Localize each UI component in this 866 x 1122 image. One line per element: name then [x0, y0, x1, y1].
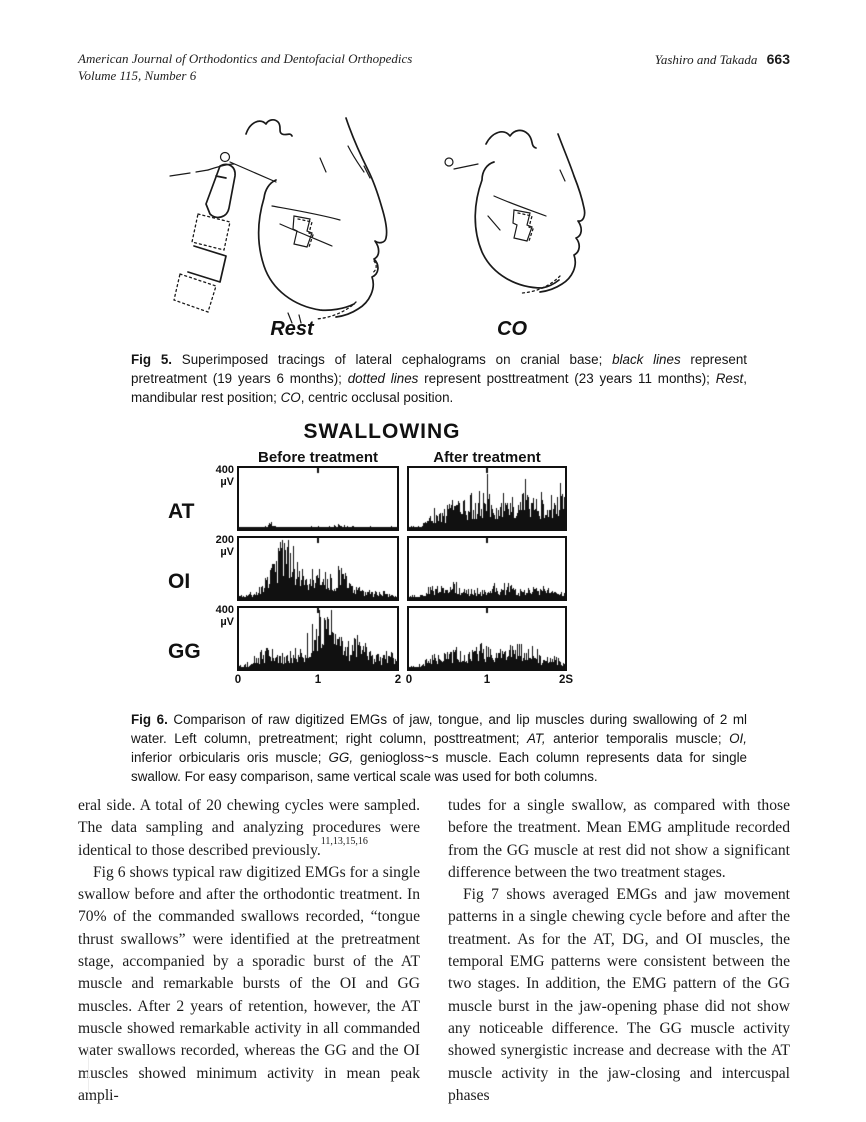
cephalogram-tracing-co	[444, 129, 586, 294]
running-head-right: Yashiro and Takada 663	[655, 51, 790, 68]
emg-scale-gg: 400 µV	[215, 604, 234, 628]
body-left-column: eral side. A total of 20 chewing cycles …	[78, 795, 420, 1107]
emg-scale-oi: 200 µV	[215, 534, 234, 558]
emg-row-label-at: AT	[168, 500, 195, 523]
paragraph: tudes for a single swallow, as compared …	[448, 797, 790, 881]
body-right-column: tudes for a single swallow, as compared …	[448, 795, 790, 1107]
paragraph: Fig 7 shows averaged EMGs and jaw moveme…	[448, 886, 790, 1104]
emg-scale-at: 400 µV	[215, 464, 234, 488]
x-tick-before-1: 1	[314, 674, 322, 686]
figure5-caption: Fig 5. Superimposed tracings of lateral …	[131, 352, 748, 405]
x-tick-after-2s: 2S	[558, 674, 574, 686]
emg-panel-gg-after	[407, 606, 567, 671]
running-head-left: American Journal of Orthodontics and Den…	[78, 50, 498, 84]
x-tick-after-0: 0	[405, 674, 413, 686]
emg-row-label-oi: OI	[168, 570, 191, 593]
column-header-after: After treatment	[433, 449, 541, 466]
journal-title: American Journal of Orthodontics and Den…	[78, 51, 413, 66]
column-header-before: Before treatment	[257, 449, 379, 466]
figure6-emg-chart: SWALLOWING Before treatment After treatm…	[160, 418, 608, 703]
emg-panel-gg-before	[237, 606, 399, 671]
emg-panel-oi-after	[407, 536, 567, 601]
scan-artifact-line	[88, 1046, 89, 1094]
paragraph: Fig 6 shows typical raw digitized EMGs f…	[78, 863, 420, 1104]
header-authors: Yashiro and Takada	[654, 52, 758, 67]
x-tick-before-2: 2	[394, 674, 402, 686]
journal-volume-line: Volume 115, Number 6	[78, 68, 197, 83]
emg-panel-at-before	[237, 466, 399, 531]
x-tick-after-1: 1	[483, 674, 491, 686]
emg-panel-at-after	[407, 466, 567, 531]
figure5-image: Rest CO	[150, 100, 650, 348]
paragraph: eral side. A total of 20 chewing cycles …	[78, 797, 420, 859]
cephalogram-tracing-rest	[169, 117, 388, 324]
emg-row-label-gg: GG	[168, 640, 201, 663]
chart-title: SWALLOWING	[303, 420, 461, 443]
x-tick-before-0: 0	[234, 674, 242, 686]
emg-panel-oi-before	[237, 536, 399, 601]
co-label: CO	[497, 318, 527, 340]
rest-label: Rest	[270, 318, 314, 340]
header-page-number: 663	[766, 51, 790, 67]
figure6-caption: Fig 6. Comparison of raw digitized EMGs …	[131, 712, 747, 784]
